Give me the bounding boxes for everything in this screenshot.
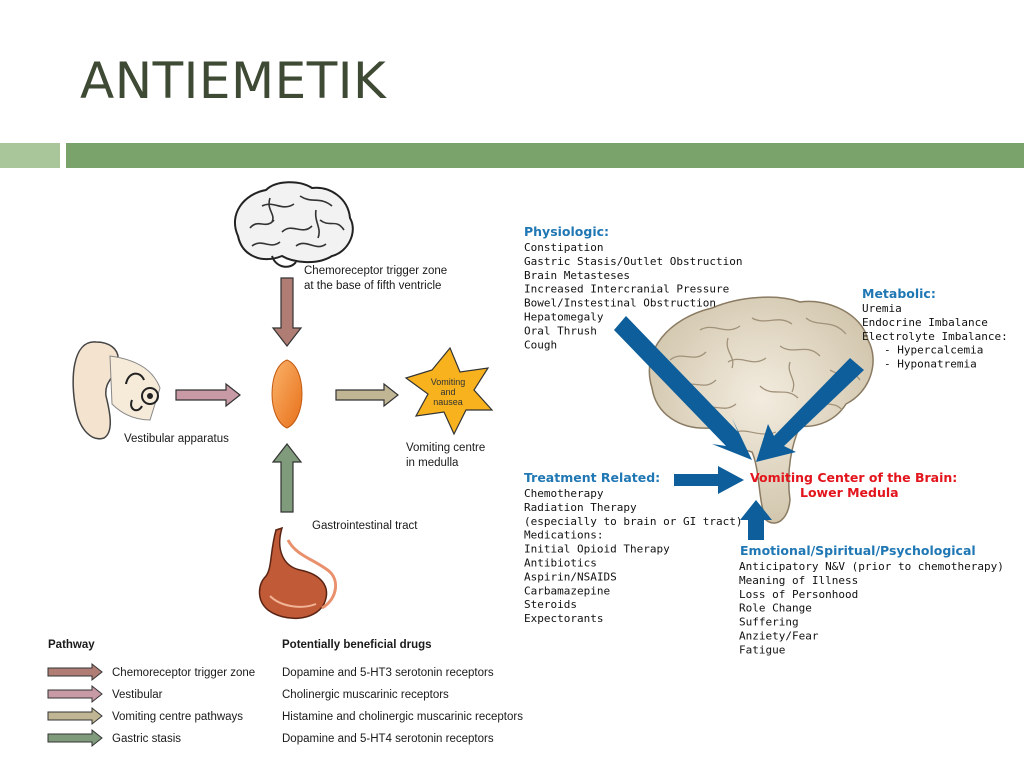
treatment-item: (especially to brain or GI tract) <box>524 515 743 528</box>
legend-header-drugs: Potentially beneficial drugs <box>282 639 432 651</box>
emotional-title: Emotional/Spiritual/Psychological <box>740 543 976 558</box>
metabolic-item: Electrolyte Imbalance: <box>862 330 1008 343</box>
treatment-item: Steroids <box>524 598 577 611</box>
physiologic-item: Gastric Stasis/Outlet Obstruction <box>524 255 743 268</box>
gi-label: Gastrointestinal tract <box>312 520 418 532</box>
physiologic-title: Physiologic: <box>524 224 609 239</box>
emotional-item: Anziety/Fear <box>739 630 819 643</box>
metabolic-title: Metabolic: <box>862 286 936 301</box>
treatment-item: Aspirin/NSAIDS <box>524 570 617 583</box>
physiologic-item: Oral Thrush <box>524 324 597 337</box>
gi-arrow-up <box>271 443 303 513</box>
physiologic-arrow <box>614 316 752 460</box>
physiologic-item: Bowel/Instestinal Obstruction <box>524 297 716 310</box>
header-bar-right <box>66 143 1024 168</box>
stomach-illustration <box>258 526 338 620</box>
emotional-item: Meaning of Illness <box>739 574 858 587</box>
emotional-arrow <box>740 500 772 540</box>
treatment-item: Expectorants <box>524 612 603 625</box>
metabolic-item: - Hyponatremia <box>884 358 977 371</box>
emotional-item: Role Change <box>739 602 812 615</box>
physiologic-item: Increased Intercranial Pressure <box>524 283 729 296</box>
vc-label-line2: in medulla <box>406 457 459 469</box>
emotional-item: Anticipatory N&V (prior to chemotherapy) <box>739 560 1004 573</box>
legend-arrow <box>47 684 103 704</box>
physiologic-item: Brain Metasteses <box>524 269 630 282</box>
metabolic-item: Uremia <box>862 302 902 315</box>
physiologic-item: Hepatomegaly <box>524 311 604 324</box>
legend-arrow <box>47 706 103 726</box>
legend-arrow <box>47 662 103 682</box>
header-bar-left <box>0 143 60 168</box>
treatment-item: Initial Opioid Therapy <box>524 543 670 556</box>
legend-drug-label: Histamine and cholinergic muscarinic rec… <box>282 711 523 723</box>
emotional-item: Suffering <box>739 616 799 629</box>
emotional-item: Fatigue <box>739 643 785 656</box>
vomiting-center-line1: Vomiting Center of the Brain: <box>750 470 957 485</box>
legend-drug-label: Dopamine and 5-HT4 serotonin receptors <box>282 733 494 745</box>
treatment-title: Treatment Related: <box>524 470 660 485</box>
star-text-line2: and <box>440 387 455 397</box>
legend-drug-label: Dopamine and 5-HT3 serotonin receptors <box>282 667 494 679</box>
metabolic-arrow <box>756 358 864 462</box>
legend-drug-label: Cholinergic muscarinic receptors <box>282 689 449 701</box>
slide-title: ANTIEMETIK <box>80 52 387 110</box>
metabolic-item: Endocrine Imbalance <box>862 316 988 329</box>
ctz-label-line1: Chemoreceptor trigger zone <box>304 265 447 277</box>
medulla-shape <box>271 359 303 429</box>
legend-pathway-label: Vestibular <box>112 689 163 701</box>
star-text-line3: nausea <box>433 397 463 407</box>
physiologic-item: Cough <box>524 338 557 351</box>
legend-pathway-label: Vomiting centre pathways <box>112 711 243 723</box>
ctz-arrow-down <box>271 277 303 347</box>
treatment-item: Radiation Therapy <box>524 501 637 514</box>
small-brain-illustration <box>233 181 354 268</box>
vestibular-arrow <box>175 382 241 408</box>
vestibular-label: Vestibular apparatus <box>124 433 229 445</box>
treatment-item: Medications: <box>524 529 603 542</box>
emotional-item: Loss of Personhood <box>739 588 858 601</box>
treatment-item: Carbamazepine <box>524 584 610 597</box>
emotional-list: Anticipatory N&V (prior to chemotherapy)… <box>739 560 1004 656</box>
vc-arrow <box>335 382 399 408</box>
metabolic-item: - Hypercalcemia <box>884 344 983 357</box>
legend-header-pathway: Pathway <box>48 639 95 651</box>
treatment-arrow <box>674 466 744 494</box>
legend-arrow <box>47 728 103 748</box>
treatment-item: Chemotherapy <box>524 487 604 500</box>
legend-pathway-label: Chemoreceptor trigger zone <box>112 667 255 679</box>
treatment-item: Antibiotics <box>524 557 597 570</box>
vomiting-star <box>404 346 494 436</box>
ear-illustration <box>72 341 161 440</box>
legend-pathway-label: Gastric stasis <box>112 733 181 745</box>
vomiting-center-line2: Lower Medula <box>800 485 899 500</box>
vc-label-line1: Vomiting centre <box>406 442 485 454</box>
physiologic-item: Constipation <box>524 241 603 254</box>
ctz-label-line2: at the base of fifth ventricle <box>304 280 441 292</box>
star-text-line1: Vomiting <box>431 377 466 387</box>
